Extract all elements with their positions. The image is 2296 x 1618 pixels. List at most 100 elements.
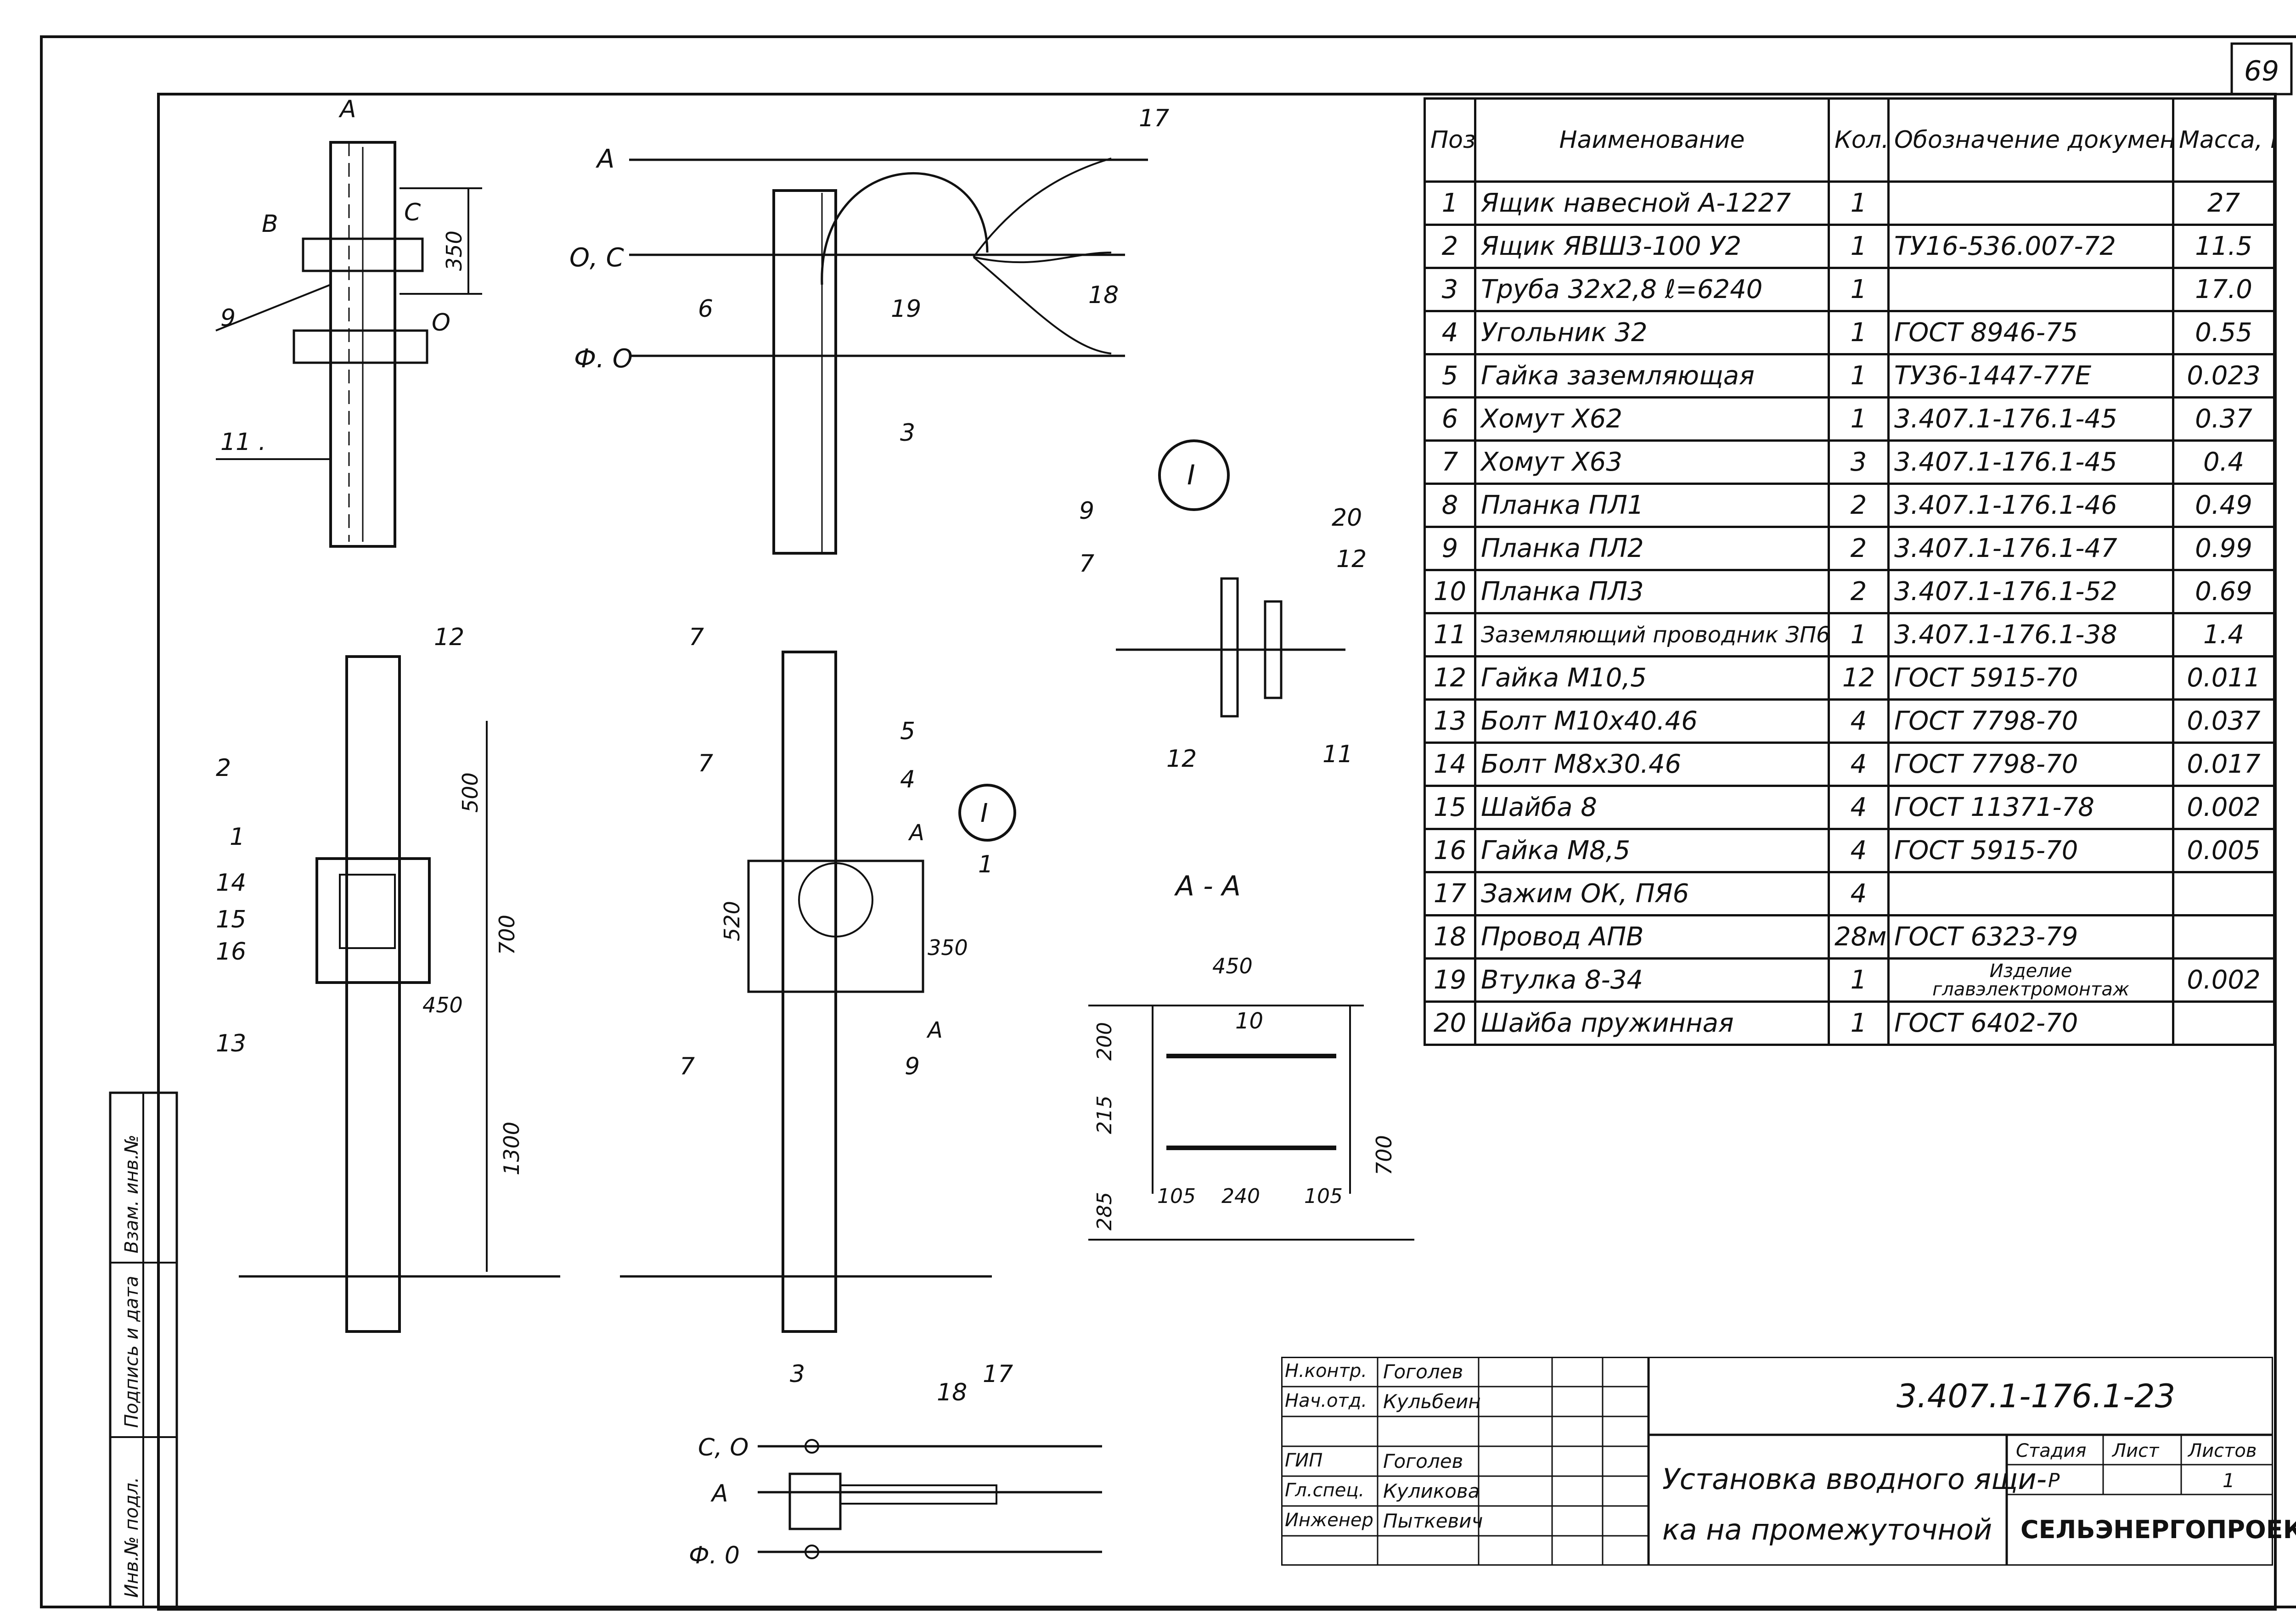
header-pos: Поз. [1424,97,1476,183]
cell-qty: 1 [1828,224,1890,269]
cell-mass: 0.002 [2172,957,2275,1003]
cell-pos: 12 [1424,655,1476,701]
cell-mass: 0.55 [2172,310,2275,355]
signer-role-5: Гл.спец. [1285,1480,1365,1501]
specification-table: Поз. Наименование Кол. Обозначение докум… [1424,97,2275,1046]
cell-doc: ГОСТ 7798-70 [1887,698,2174,744]
dim-520: 520 [720,901,744,941]
dim-500: 500 [458,772,483,813]
callout-9-side: 9 [905,1053,920,1080]
dim-450-box: 450 [422,993,463,1017]
section-aa-title: А - А [1174,870,1241,902]
cell-qty: 4 [1828,742,1890,787]
cell-pos: 8 [1424,483,1476,528]
callout-13-box: 13 [216,1030,246,1057]
cell-qty: 1 [1828,180,1890,226]
cell-doc: 3.407.1-176.1-45 [1887,439,2174,485]
callout-3-plan: 3 [790,1360,805,1388]
callout-7-a: 7 [689,624,704,651]
callout-7-detail: 7 [1079,550,1094,578]
signer-name-1: Гоголев [1383,1360,1463,1383]
cell-pos: 1 [1424,180,1476,226]
cell-pos: 3 [1424,267,1476,312]
side-strip-cell-2: Подпись и дата [121,1276,142,1428]
callout-19: 19 [891,295,921,323]
cell-mass: 0.37 [2172,396,2275,442]
callout-18-plan: 18 [937,1379,967,1406]
signer-name-4: Гоголев [1383,1450,1463,1472]
stage-header: Стадия [2016,1440,2087,1461]
cell-qty: 1 [1828,353,1890,399]
cell-name: Хомут Х63 [1474,439,1830,485]
cell-pos: 15 [1424,785,1476,830]
cell-qty: 2 [1828,569,1890,614]
label-fo-plan: Ф. 0 [689,1542,740,1569]
dim-200: 200 [1093,1022,1116,1061]
view-pole-top: А В С О 350 11 . 9 [215,96,482,548]
callout-1-side: 1 [978,851,993,878]
cell-qty: 1 [1828,1000,1890,1046]
sheets-header: Листов [2188,1440,2257,1461]
spec-header-row: Поз. Наименование Кол. Обозначение докум… [1424,97,2275,183]
side-strip-cell-1: Инв.№ подл. [121,1477,142,1598]
cell-mass: 0.49 [2172,483,2275,528]
cell-mass: 0.011 [2172,655,2275,701]
cell-doc: ГОСТ 6402-70 [1887,1000,2174,1046]
sheet-number: 69 [2244,55,2279,87]
dim-450-aa: 450 [1212,954,1253,978]
dim-105-b: 105 [1304,1185,1343,1208]
cell-doc [1887,871,2174,916]
signer-role-1: Н.контр. [1285,1360,1367,1382]
cell-pos: 17 [1424,871,1476,916]
cell-mass: 0.69 [2172,569,2275,614]
dim-350-side: 350 [928,935,968,960]
callout-12-box: 12 [434,624,464,651]
signer-name-5: Куликова [1383,1480,1480,1502]
cell-qty: 28м [1828,914,1890,960]
cell-name: Труба 32х2,8 ℓ=6240 [1474,267,1830,312]
cell-mass [2172,914,2275,960]
section-arrow-a-1: А [908,820,924,846]
cell-mass: 11.5 [2172,224,2275,269]
document-code: 3.407.1-176.1-23 [1896,1377,2176,1415]
cell-qty: 2 [1828,526,1890,571]
header-mass: Масса, кг [2172,97,2275,183]
label-b: В [262,210,278,238]
dim-105-a: 105 [1157,1185,1196,1208]
label-fo: Ф. О [574,344,633,374]
callout-12-detail: 12 [1336,545,1367,573]
cell-name: Зажим ОК, ПЯ6 [1474,871,1830,916]
callout-4: 4 [900,766,915,793]
callout-12-detail-b: 12 [1166,745,1197,773]
dim-700-box: 700 [495,915,519,955]
label-co: С, О [698,1434,748,1461]
cell-name: Угольник 32 [1474,310,1830,355]
cell-pos: 10 [1424,569,1476,614]
cell-doc: ГОСТ 8946-75 [1887,310,2174,355]
sheets-value: 1 [2223,1469,2235,1492]
callout-1-box: 1 [230,823,245,851]
cell-pos: 4 [1424,310,1476,355]
cell-pos: 13 [1424,698,1476,744]
organization-name: СЕЛЬЭНЕРГОПРОЕКТ [2020,1515,2296,1544]
callout-20: 20 [1332,504,1362,532]
sheet-number-box [2230,42,2293,96]
cell-pos: 2 [1424,224,1476,269]
cell-doc: ГОСТ 7798-70 [1887,742,2174,787]
cell-doc: 3.407.1-176.1-45 [1887,396,2174,442]
sheet-frame [40,35,2296,1608]
header-doc: Обозначение документа [1887,97,2174,183]
callout-17-top: 17 [1139,105,1169,132]
cell-name: Планка ПЛ2 [1474,526,1830,571]
cell-name: Планка ПЛ3 [1474,569,1830,614]
callout-7-b: 7 [698,750,713,777]
cell-mass: 0.002 [2172,785,2275,830]
title-block: Н.контр. Гоголев Нач.отд. Кульбеин ГИП Г… [1281,1357,2296,1566]
